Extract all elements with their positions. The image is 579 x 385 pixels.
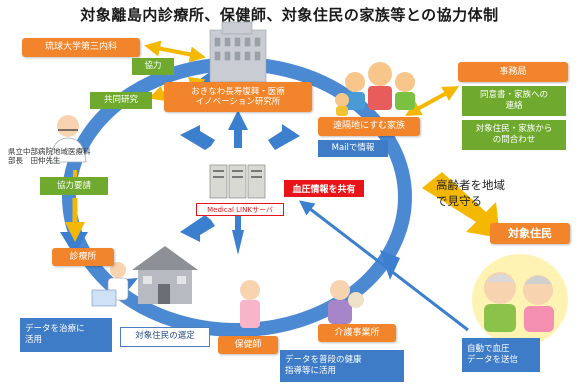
family-figures-icon: [335, 62, 415, 116]
clinic-staff-icon: [91, 262, 129, 307]
auto-bp-box: 自動で血圧 データを送信: [462, 338, 540, 372]
office-note-1: 同意書・家族への 連絡: [462, 86, 566, 116]
care-note-box: データを普段の健康 指導等に活用: [280, 350, 404, 382]
joint-research-tag: 共同研究: [90, 92, 152, 109]
radial-arrows: [180, 110, 300, 255]
ryukyu-univ-label: 琉球大学第三内科: [44, 42, 117, 53]
data-send-arrow: [299, 200, 469, 332]
care-office-box: 介護事業所: [318, 324, 396, 342]
clinic-box: 診療所: [52, 248, 114, 266]
institute-building-icon: [209, 21, 267, 83]
family-far-box: 遠隔地にすむ家族: [318, 117, 420, 136]
nurse-figure-icon: [240, 280, 260, 328]
office-box: 事務局: [458, 62, 568, 82]
ryukyu-univ-box: 琉球大学第三内科: [22, 38, 140, 57]
select-residents-box: 対象住民の選定: [120, 327, 210, 347]
server-icon: [209, 164, 266, 199]
clinic-note-box: データを治療に 活用: [20, 318, 112, 352]
bp-share-box: 血圧情報を共有: [284, 180, 364, 197]
clinic-building-icon: [132, 246, 198, 304]
elderly-couple-icon: [472, 254, 568, 346]
public-nurse-box: 保健師: [218, 336, 278, 354]
watch-elderly-text: 高齢者を地域 で見守る: [436, 178, 505, 208]
okinawa-institute-box: おきなわ長寿復興・医療 イノベーション研究所: [164, 82, 312, 112]
mail-info-box: Mailで情報: [318, 140, 388, 157]
care-worker-figure-icon: [328, 280, 364, 324]
diagram-title: 対象離島内診療所、保健師、対象住民の家族等との協力体制: [80, 6, 499, 24]
hospital-doctor-label: 県立中部病院地域医療科 部長 田仲先生: [8, 147, 91, 165]
office-note-2: 対象住民・家族から の問合わせ: [462, 120, 566, 150]
cooperation-tag: 協力: [132, 58, 174, 75]
doctor-figure-icon: [49, 115, 87, 163]
server-label-box: Medical LINKサーバ: [196, 203, 284, 216]
okinawa-institute-label: おきなわ長寿復興・医療 イノベーション研究所: [191, 86, 285, 107]
target-residents-box: 対象住民: [490, 223, 570, 244]
cooperation-request-tag: 協力要請: [40, 177, 108, 195]
watch-arrow: [422, 172, 500, 238]
